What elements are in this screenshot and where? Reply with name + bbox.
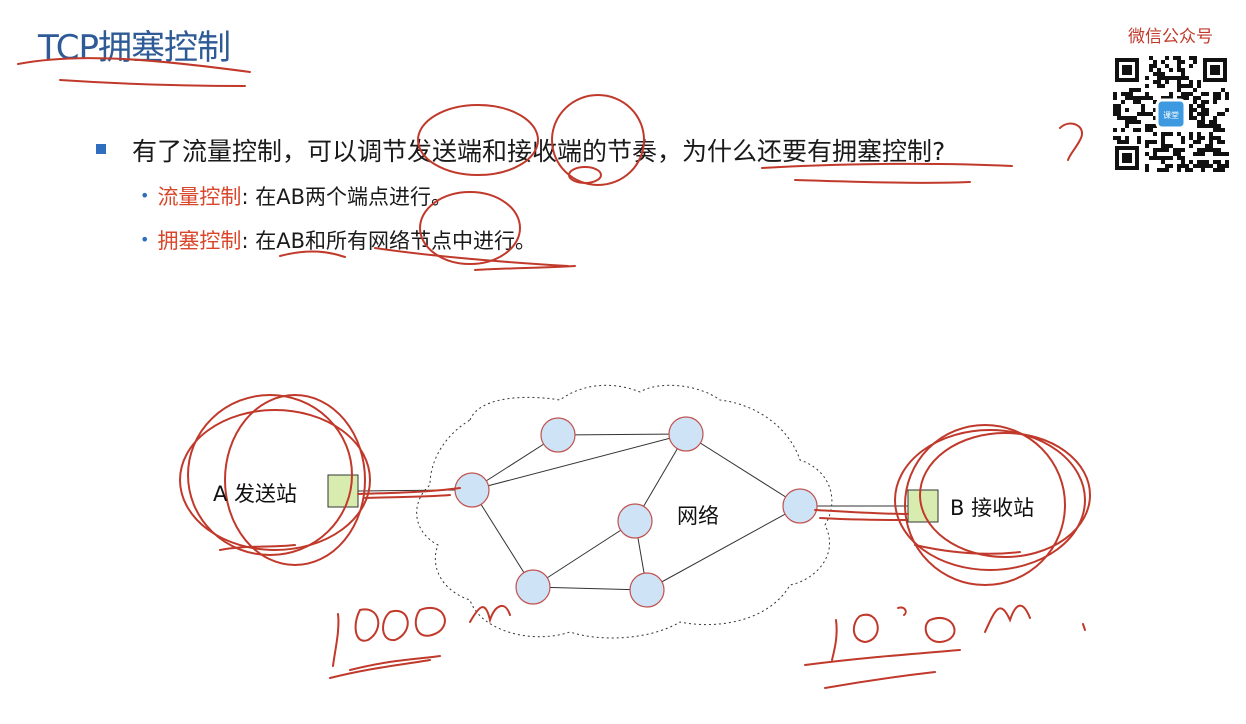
slide-title: TCP拥塞控制 (38, 28, 231, 68)
network-node (668, 416, 704, 452)
network-node (629, 572, 665, 608)
receiver-buffer (907, 489, 939, 523)
bullet-square (96, 144, 106, 154)
handwritten-annotations (17, 57, 1091, 689)
point-text: 在AB两个端点进行。 (255, 185, 452, 209)
network-node (454, 472, 490, 508)
network-node (540, 417, 576, 453)
wechat-label: 微信公众号 (1128, 27, 1213, 47)
point-sep: : (241, 185, 256, 209)
network-node (617, 503, 653, 539)
point-congestion-control: • 拥塞控制: 在AB和所有网络节点中进行。 (140, 225, 536, 255)
network-edges (357, 433, 908, 591)
qr-finder-tl (1115, 58, 1139, 82)
network-label: 网络 (677, 504, 719, 528)
qr-finder-bl (1115, 146, 1139, 170)
network-node (515, 569, 551, 605)
bullet-dot: • (140, 186, 150, 205)
point-text: 在AB和所有网络节点中进行。 (255, 229, 536, 253)
point-sep: : (241, 229, 256, 253)
point-flow-control: • 流量控制: 在AB两个端点进行。 (140, 181, 452, 211)
sender-buffer (327, 474, 359, 508)
qr-code: 课堂 (1113, 56, 1229, 172)
qr-finder-tr (1203, 58, 1227, 82)
receiver-label: B 接收站 (950, 496, 1035, 520)
network-cloud (416, 384, 833, 639)
qr-modules (1113, 56, 1229, 172)
network-nodes (454, 416, 818, 608)
network-node (782, 488, 818, 524)
bullet-dot: • (140, 230, 150, 249)
point-term: 拥塞控制 (157, 229, 242, 253)
qr-logo-text: 课堂 (1163, 110, 1179, 120)
sender-label: A 发送站 (213, 482, 298, 506)
point-term: 流量控制 (157, 185, 242, 209)
